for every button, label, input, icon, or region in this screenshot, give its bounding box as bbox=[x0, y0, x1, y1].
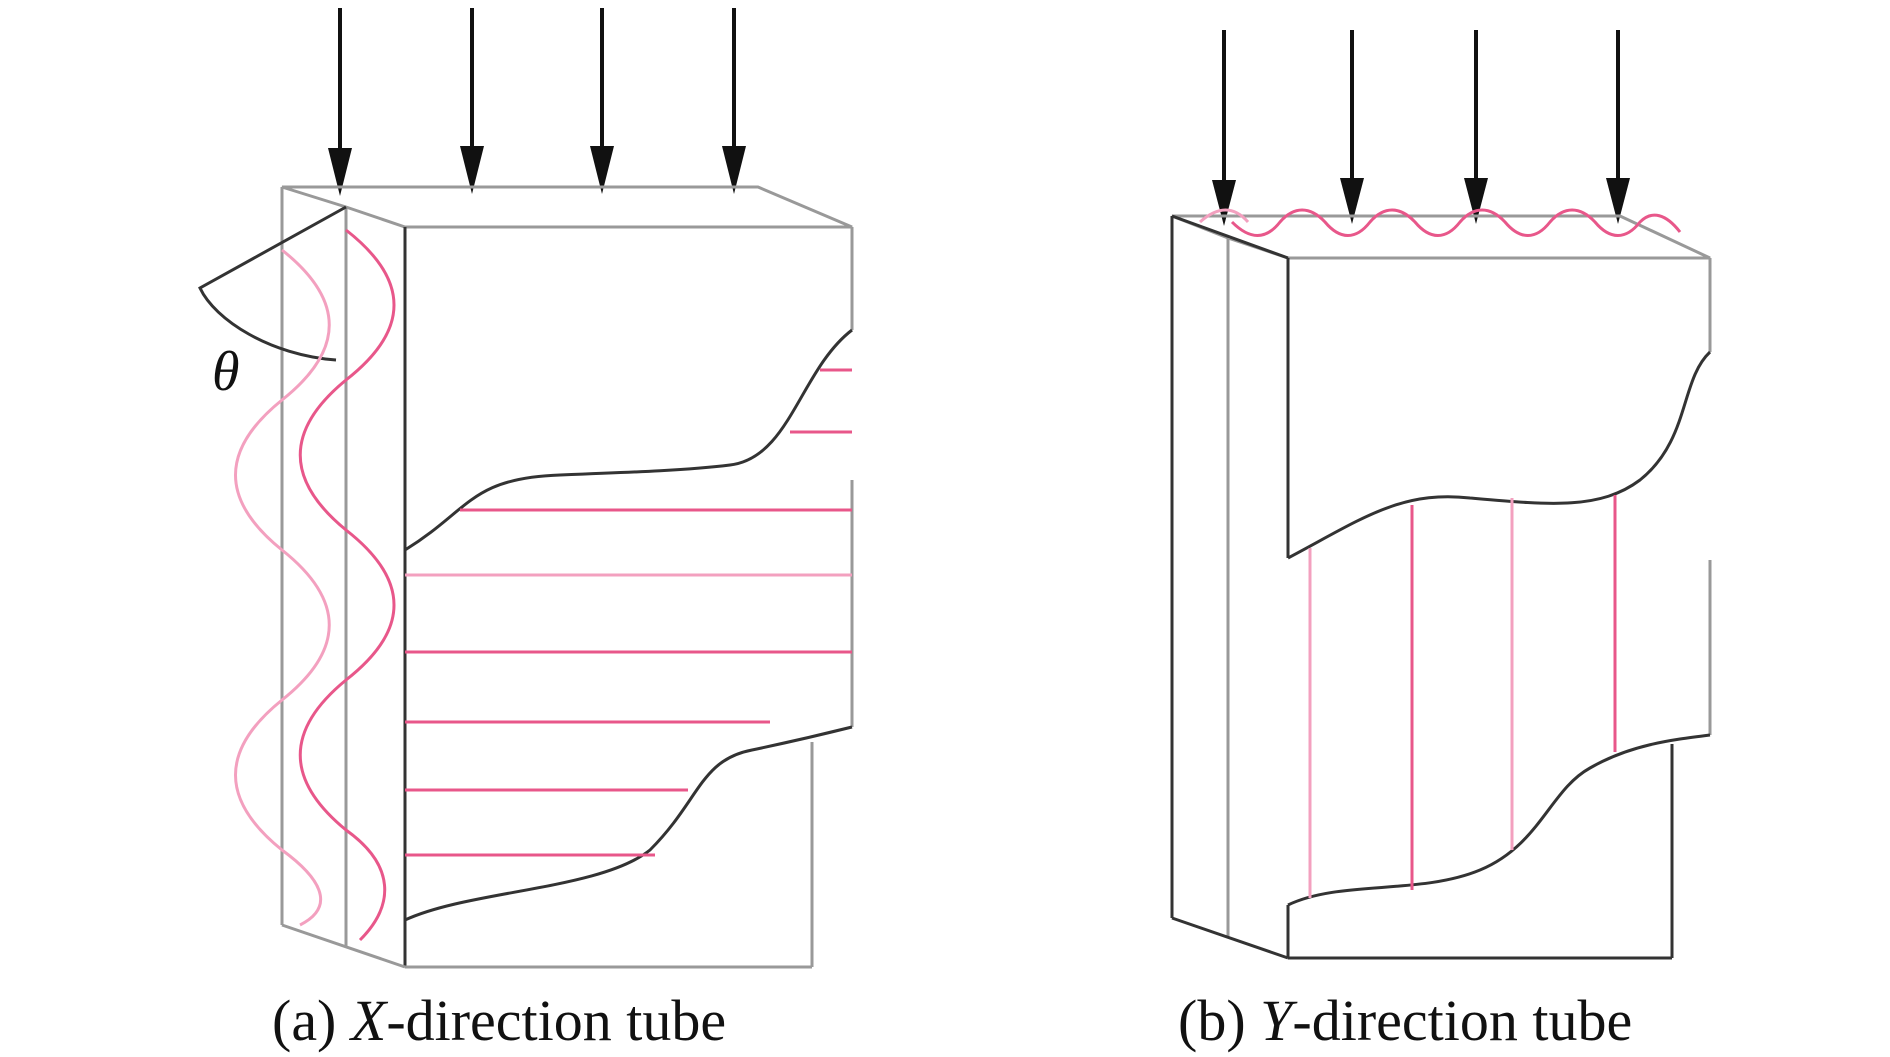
down-arrow-icon bbox=[1464, 30, 1488, 224]
panel-a-caption-prefix: (a) bbox=[272, 988, 351, 1053]
panel-b-y-direction-tube: (b) Y-direction tube bbox=[1170, 30, 1712, 1053]
down-arrow-icon bbox=[1606, 30, 1630, 224]
panel-b-caption-suffix: -direction tube bbox=[1292, 988, 1632, 1053]
panel-b-load-arrows bbox=[1212, 30, 1630, 226]
panel-b-vertical-fibers bbox=[1308, 495, 1617, 898]
panel-a-angle-marker: θ bbox=[198, 205, 347, 403]
panel-a-side-fibers bbox=[234, 228, 396, 942]
panel-b-caption-prefix: (b) bbox=[1178, 988, 1260, 1053]
down-arrow-icon bbox=[460, 8, 484, 194]
down-arrow-icon bbox=[590, 8, 614, 194]
panel-b-block-outline bbox=[1170, 214, 1712, 960]
panel-a-caption: (a) X-direction tube bbox=[272, 988, 726, 1053]
panel-b-top-fibers bbox=[1199, 208, 1682, 237]
panel-b-caption-axis: Y bbox=[1260, 988, 1298, 1053]
down-arrow-icon bbox=[328, 8, 352, 196]
panel-b-caption: (b) Y-direction tube bbox=[1178, 988, 1632, 1053]
panel-a-caption-suffix: -direction tube bbox=[386, 988, 726, 1053]
down-arrow-icon bbox=[722, 8, 746, 194]
panel-a-caption-axis: X bbox=[349, 988, 389, 1053]
down-arrow-icon bbox=[1212, 30, 1236, 226]
panel-a-horizontal-fibers bbox=[405, 368, 852, 857]
theta-label: θ bbox=[212, 341, 240, 403]
panel-a-load-arrows bbox=[328, 8, 746, 196]
panel-a-block-outline bbox=[280, 185, 854, 969]
panel-a-x-direction-tube: θ (a) X-direction tube bbox=[198, 8, 854, 1053]
down-arrow-icon bbox=[1340, 30, 1364, 224]
